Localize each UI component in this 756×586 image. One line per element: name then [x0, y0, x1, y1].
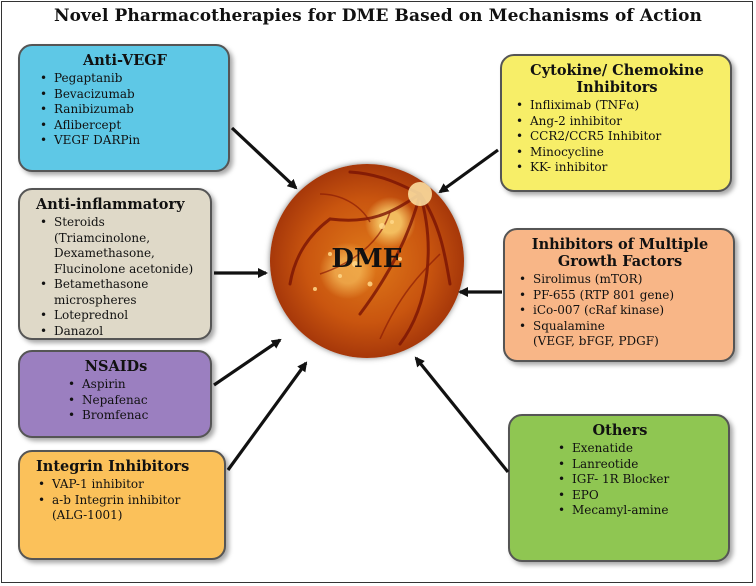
list-item: EPO [558, 488, 720, 504]
list-item: iCo-007 (cRaf kinase) [519, 303, 725, 319]
list-item: Infliximab (TNFα) [516, 98, 722, 114]
list-item: a-b Integrin inhibitor (ALG-1001) [38, 493, 216, 524]
list-item: Mecamyl-amine [558, 503, 720, 519]
list-item: Squalamine [519, 319, 725, 335]
arrow-anti-vegf [230, 126, 298, 190]
list-item: Steroids (Triamcinolone, Dexamethasone, … [40, 215, 202, 277]
list-item: Ranibizumab [40, 102, 220, 118]
arrow-others [414, 356, 510, 474]
cytokine-inhibitors-box: Cytokine/ Chemokine Inhibitors Inflixima… [500, 54, 732, 192]
list-item: Minocycline [516, 145, 722, 161]
retina-fundus-image: DME [270, 164, 464, 358]
list-item: Ang-2 inhibitor [516, 114, 722, 130]
anti-vegf-heading: Anti-VEGF [83, 52, 167, 69]
nsaids-heading: NSAIDs [84, 358, 148, 375]
integrin-inhibitors-box: Integrin Inhibitors VAP-1 inhibitor a-b … [18, 450, 226, 560]
others-heading: Others [592, 422, 648, 439]
list-item: PF-655 (RTP 801 gene) [519, 288, 725, 304]
list-item: (VEGF, bFGF, PDGF) [533, 334, 659, 348]
multiple-growth-factor-inhibitors-box: Inhibitors of Multiple Growth Factors Si… [503, 228, 735, 362]
anti-vegf-box: Anti-VEGF Pegaptanib Bevacizumab Ranibiz… [18, 44, 230, 172]
list-item: VEGF DARPin [40, 133, 220, 149]
list-item: Exenatide [558, 441, 720, 457]
arrow-integrin [226, 361, 308, 471]
anti-inflammatory-heading: Anti-inflammatory [36, 196, 185, 213]
list-item: CCR2/CCR5 Inhibitor [516, 129, 722, 145]
list-item: VAP-1 inhibitor [38, 477, 216, 493]
list-item: Loteprednol [40, 308, 202, 324]
anti-inflammatory-box: Anti-inflammatory Steroids (Triamcinolon… [18, 188, 212, 340]
list-item: Danazol [40, 324, 202, 340]
list-item: Lanreotide [558, 457, 720, 473]
list-item: Bevacizumab [40, 87, 220, 103]
multiple-growth-heading: Inhibitors of Multiple Growth Factors [531, 236, 709, 270]
retina-vessels [288, 170, 452, 346]
list-item: KK- inhibitor [516, 160, 722, 176]
list-item: Aspirin [68, 377, 202, 393]
list-item: Pegaptanib [40, 71, 220, 87]
list-item: IGF- 1R Blocker [558, 472, 720, 488]
list-item: Aflibercept [40, 118, 220, 134]
list-item: Sirolimus (mTOR) [519, 272, 725, 288]
others-box: Others Exenatide Lanreotide IGF- 1R Bloc… [508, 414, 730, 562]
list-item: Nepafenac [68, 393, 202, 409]
list-item: Betamethasone microspheres [40, 277, 202, 308]
cytokine-heading: Cytokine/ Chemokine Inhibitors [530, 62, 704, 96]
dme-label: DME [331, 244, 403, 274]
nsaids-box: NSAIDs Aspirin Nepafenac Bromfenac [18, 350, 212, 438]
arrow-cytokine [438, 148, 499, 194]
diagram-title: Novel Pharmacotherapies for DME Based on… [53, 6, 702, 26]
integrin-heading: Integrin Inhibitors [36, 458, 190, 475]
list-item: Bromfenac [68, 408, 202, 424]
arrow-nsaids [213, 338, 282, 387]
